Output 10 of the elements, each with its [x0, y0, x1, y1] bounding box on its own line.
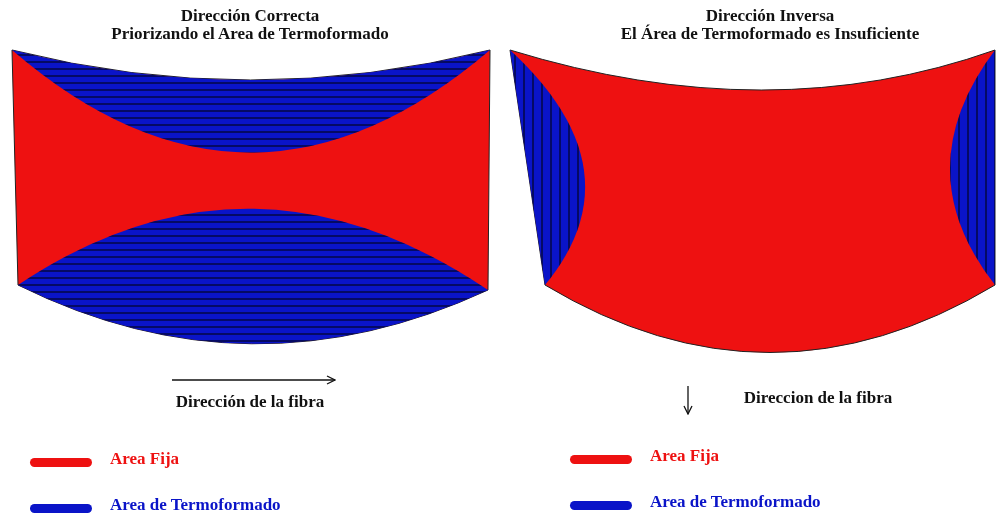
heading: El Área de Termoformado es Insuficiente — [620, 24, 920, 44]
direction-label: Dirección de la fibra — [175, 392, 325, 412]
heading: Priorizando el Area de Termoformado — [111, 24, 389, 44]
legend-label: Area de Termoformado — [650, 492, 821, 512]
heading: Dirección Inversa — [705, 6, 835, 26]
legend-label: Area de Termoformado — [110, 495, 281, 515]
legend-label: Area Fija — [650, 446, 720, 466]
legend-label: Area Fija — [110, 449, 180, 469]
direction-label: Direccion de la fibra — [743, 388, 893, 408]
heading: Dirección Correcta — [180, 6, 320, 26]
